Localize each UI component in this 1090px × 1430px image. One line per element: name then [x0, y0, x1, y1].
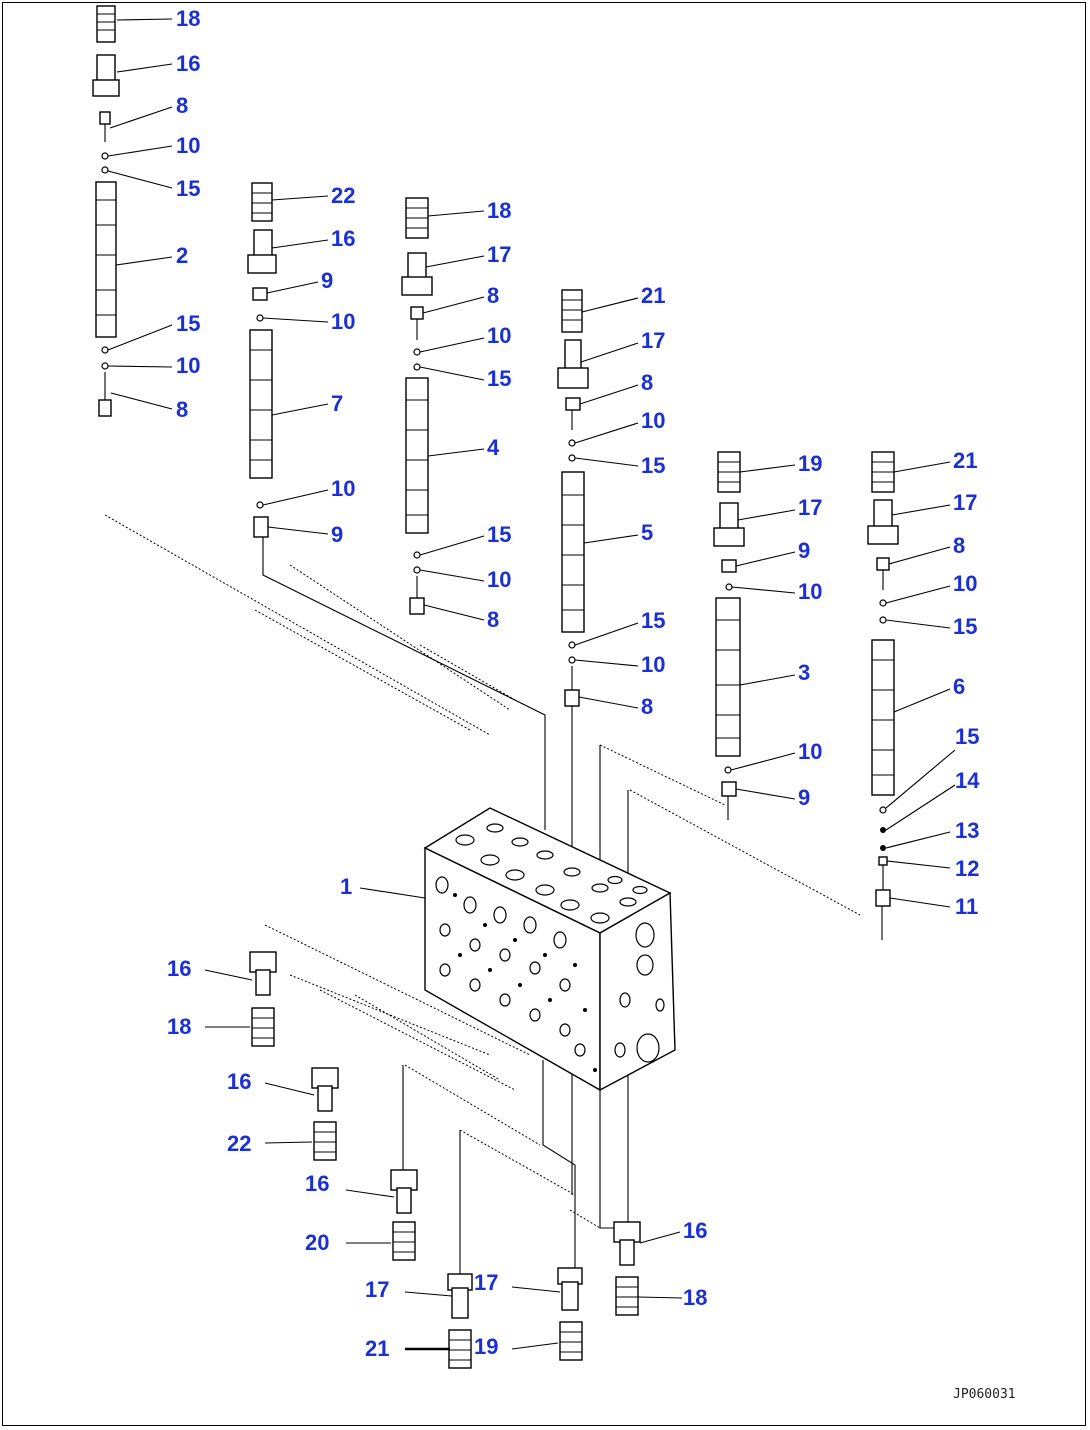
- callout-15: 15: [641, 453, 665, 478]
- callout-21: 21: [953, 448, 977, 473]
- callout-10: 10: [487, 323, 511, 348]
- bottom-parts: [249, 951, 641, 1369]
- callout-16: 16: [305, 1171, 329, 1196]
- callout-16: 16: [227, 1069, 251, 1094]
- callout-7: 7: [331, 391, 343, 416]
- callout-15: 15: [641, 608, 665, 633]
- assembly-column-1: [92, 5, 120, 417]
- assembly-column-2: [247, 182, 277, 538]
- valve-body: [423, 807, 676, 1092]
- drawing-code: JP060031: [953, 1387, 1016, 1402]
- callout-1: 1: [340, 874, 352, 899]
- callout-9: 9: [321, 268, 333, 293]
- callout-8: 8: [641, 694, 653, 719]
- callout-10: 10: [798, 739, 822, 764]
- callout-16: 16: [176, 51, 200, 76]
- callout-8: 8: [176, 93, 188, 118]
- callout-21: 21: [641, 283, 665, 308]
- callout-10: 10: [953, 571, 977, 596]
- callout-18: 18: [487, 198, 511, 223]
- callout-15: 15: [487, 366, 511, 391]
- callout-9: 9: [798, 785, 810, 810]
- callout-11: 11: [955, 894, 978, 919]
- callout-9: 9: [331, 522, 343, 547]
- callout-8: 8: [487, 283, 499, 308]
- callout-10: 10: [798, 579, 822, 604]
- callout-17: 17: [365, 1277, 389, 1302]
- assembly-column-4: [557, 289, 589, 707]
- callout-8: 8: [641, 370, 653, 395]
- callout-10: 10: [487, 567, 511, 592]
- callout-12: 12: [955, 856, 979, 881]
- assembly-column-6: [867, 451, 899, 907]
- callout-14: 14: [955, 768, 980, 793]
- callout-15: 15: [487, 522, 511, 547]
- callout-8: 8: [487, 607, 499, 632]
- callout-17: 17: [798, 495, 822, 520]
- callout-18: 18: [683, 1285, 707, 1310]
- callout-6: 6: [953, 674, 965, 699]
- callout-19: 19: [798, 451, 822, 476]
- callout-17: 17: [953, 490, 977, 515]
- callout-3: 3: [798, 660, 810, 685]
- callout-21: 21: [365, 1336, 389, 1361]
- callout-18: 18: [167, 1014, 191, 1039]
- callout-5: 5: [641, 520, 653, 545]
- callout-leaders: [107, 18, 956, 1351]
- callout-10: 10: [641, 408, 665, 433]
- callout-2: 2: [176, 243, 188, 268]
- callout-19: 19: [474, 1334, 498, 1359]
- callout-16: 16: [683, 1218, 707, 1243]
- callout-16: 16: [167, 956, 191, 981]
- callout-10: 10: [331, 309, 355, 334]
- callout-13: 13: [955, 818, 979, 843]
- guide-lines: [104, 514, 861, 1229]
- callout-15: 15: [953, 614, 977, 639]
- callout-labels: 18 16 8 10 15 2 15 10 8 22 16 9 10 7 10 …: [167, 6, 980, 1361]
- callout-15: 15: [176, 311, 200, 336]
- callout-10: 10: [176, 353, 200, 378]
- callout-18: 18: [176, 6, 200, 31]
- callout-10: 10: [641, 652, 665, 677]
- callout-9: 9: [798, 538, 810, 563]
- callout-22: 22: [331, 183, 355, 208]
- callout-16: 16: [331, 226, 355, 251]
- assembly-column-5: [713, 451, 745, 797]
- callout-15: 15: [955, 724, 979, 749]
- callout-8: 8: [953, 533, 965, 558]
- callout-17: 17: [641, 328, 665, 353]
- callout-4: 4: [487, 435, 500, 460]
- callout-17: 17: [474, 1270, 498, 1295]
- assembly-column-3: [401, 197, 433, 615]
- callout-15: 15: [176, 176, 200, 201]
- callout-10: 10: [331, 476, 355, 501]
- callout-22: 22: [227, 1131, 251, 1156]
- callout-10: 10: [176, 133, 200, 158]
- callout-8: 8: [176, 397, 188, 422]
- callout-20: 20: [305, 1230, 329, 1255]
- callout-17: 17: [487, 242, 511, 267]
